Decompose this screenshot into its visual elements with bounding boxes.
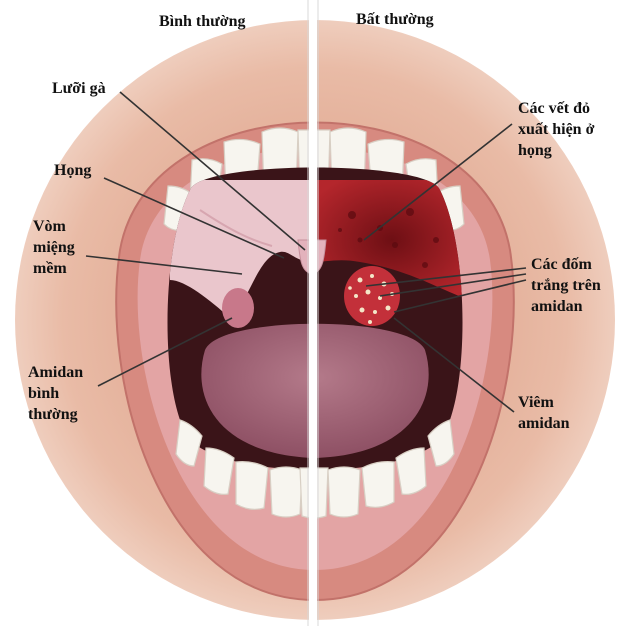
leader-normal-tonsil	[97, 317, 233, 387]
leader-uvula	[119, 91, 306, 251]
label-tonsillitis: Viêm amidan	[518, 394, 570, 432]
leader-soft-palate	[85, 255, 243, 275]
leader-white-spots-3	[393, 279, 527, 313]
label-throat: Họng	[54, 162, 92, 179]
leader-red-spots	[363, 123, 513, 241]
header-normal: Bình thường	[159, 13, 246, 30]
leader-throat	[103, 177, 285, 259]
soft-palate-inflamed	[313, 180, 463, 300]
tonsil-normal	[222, 288, 254, 328]
lower-teeth	[175, 419, 455, 519]
leader-white-spots-2	[379, 273, 527, 297]
leader-tonsillitis	[393, 317, 515, 413]
label-normal-tonsil: Amidan bình thường	[28, 364, 84, 423]
tonsil-inflamed	[344, 266, 400, 326]
label-white-spots: Các đốm trắng trên amidan	[531, 256, 601, 315]
leader-white-spots-1	[365, 267, 527, 287]
center-divider	[309, 0, 317, 626]
header-abnormal: Bất thường	[356, 11, 434, 28]
label-uvula: Lưỡi gà	[52, 80, 106, 97]
label-red-spots: Các vết đỏ xuất hiện ở họng	[518, 100, 595, 159]
leader-lines	[85, 91, 527, 413]
label-soft-palate: Vòm miệng mềm	[33, 218, 75, 277]
